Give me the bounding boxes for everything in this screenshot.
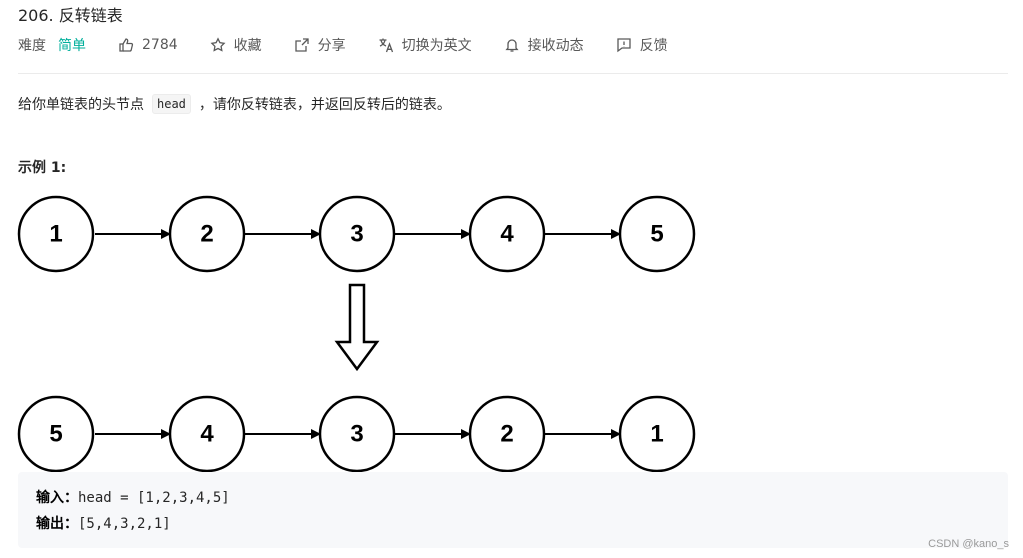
description-code-head: head: [152, 94, 191, 114]
feedback-icon: [616, 38, 631, 53]
share-label: 分享: [317, 38, 346, 54]
input-value: head = [1,2,3,4,5]: [78, 490, 230, 506]
output-label: 输出：: [36, 516, 78, 532]
list-node: 4: [168, 395, 246, 472]
example-title: 示例 1:: [18, 160, 67, 176]
problem-meta-bar: 难度 简单 2784 收藏 分享 切换为英文 接收动: [18, 34, 700, 56]
like-button[interactable]: 2784: [118, 37, 178, 53]
star-icon: [210, 37, 226, 52]
list-node: 3: [318, 195, 396, 273]
feedback-label: 反馈: [639, 38, 668, 54]
share-button[interactable]: 分享: [294, 35, 346, 55]
switch-language-button[interactable]: 切换为英文: [378, 35, 472, 55]
list-node: 5: [618, 195, 696, 273]
example-input: 输入：head = [1,2,3,4,5]: [36, 487, 230, 507]
bell-icon: [505, 39, 519, 52]
example-io-box: 输入：head = [1,2,3,4,5] 输出：[5,4,3,2,1]: [18, 472, 1008, 548]
node-value: 4: [500, 221, 514, 248]
notify-button[interactable]: 接收动态: [504, 35, 584, 55]
node-value: 5: [49, 421, 62, 448]
favorite-label: 收藏: [233, 38, 262, 54]
down-arrow-icon: [334, 283, 380, 372]
list-node: 1: [618, 395, 696, 472]
node-value: 4: [200, 421, 214, 448]
share-icon: [294, 38, 309, 52]
input-label: 输入：: [36, 490, 78, 506]
list-node: 2: [168, 195, 246, 273]
difficulty-value: 简单: [58, 38, 86, 54]
header-divider: [18, 73, 1008, 74]
output-value: [5,4,3,2,1]: [78, 516, 171, 532]
list-node: 2: [468, 395, 546, 472]
node-value: 3: [350, 221, 363, 248]
list-node: 5: [17, 395, 95, 472]
notify-label: 接收动态: [527, 38, 584, 54]
node-value: 1: [49, 221, 62, 248]
list-node: 3: [318, 395, 396, 472]
translate-icon: [379, 38, 393, 53]
node-value: 1: [650, 421, 663, 448]
switch-language-label: 切换为英文: [401, 38, 472, 54]
description-text-before: 给你单链表的头节点: [18, 97, 144, 113]
difficulty-label: 难度: [18, 38, 46, 54]
problem-title: 206. 反转链表: [18, 6, 123, 25]
feedback-button[interactable]: 反馈: [616, 35, 668, 55]
watermark: CSDN @kano_s: [928, 538, 1009, 550]
node-value: 2: [200, 221, 213, 248]
problem-description: 给你单链表的头节点 head ，请你反转链表，并返回反转后的链表。: [18, 94, 451, 114]
list-node: 1: [17, 195, 95, 273]
like-count: 2784: [142, 37, 178, 53]
thumbs-up-icon: [119, 38, 134, 52]
node-value: 3: [350, 421, 363, 448]
node-value: 5: [650, 221, 663, 248]
list-node: 4: [468, 195, 546, 273]
node-value: 2: [500, 421, 513, 448]
description-text-after: ，请你反转链表，并返回反转后的链表。: [198, 97, 451, 113]
linked-list-diagram: 1 2 3 4 5 5 4 3 2 1: [17, 195, 696, 472]
favorite-button[interactable]: 收藏: [210, 35, 262, 55]
example-output: 输出：[5,4,3,2,1]: [36, 513, 171, 533]
